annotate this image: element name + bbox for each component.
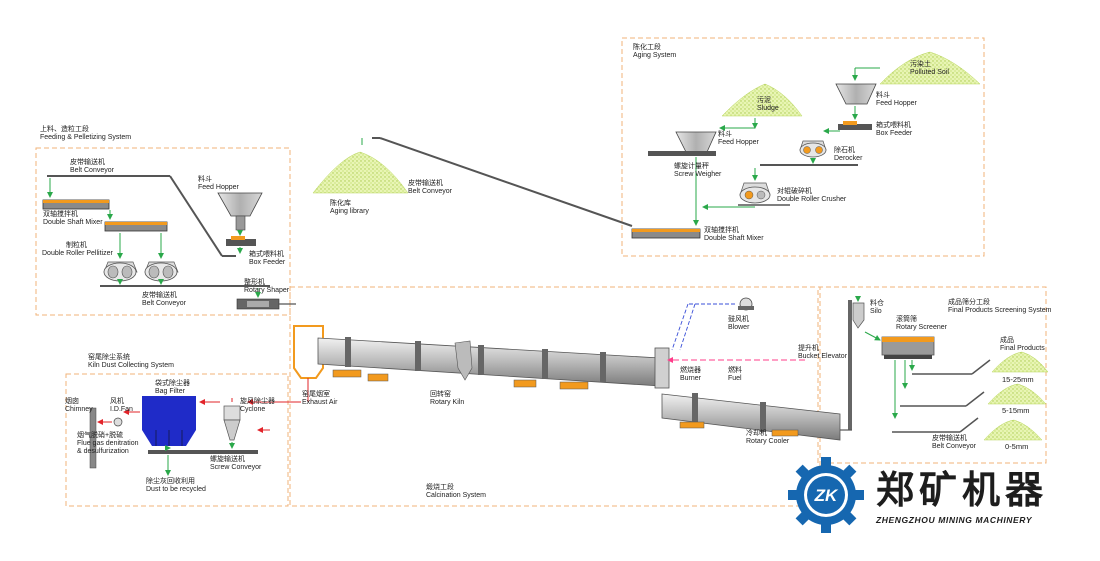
company-logo: ZK	[788, 457, 864, 533]
dust-section-title: 窑尾除尘系统 Kiln Dust Collecting System	[88, 354, 174, 369]
label-size-15-25: 15-25mm	[1002, 375, 1034, 384]
calcination-equipment	[279, 297, 852, 441]
feeding-section-box	[35, 147, 291, 316]
screening-equipment	[852, 296, 1049, 441]
label-size-0-5: 0-5mm	[1005, 442, 1029, 451]
dust-equipment	[89, 378, 309, 476]
logo-text: ZK	[814, 486, 839, 505]
aging-section-title: 陈化工段 Aging System	[633, 44, 677, 59]
aging-library-group	[312, 137, 633, 227]
label-size-5-15: 5-15mm	[1002, 406, 1030, 415]
aging-section-box	[621, 37, 985, 257]
feeding-section-title: 上料、造粒工段 Feeding & Pelletizing System	[40, 126, 132, 141]
dust-section-box	[65, 373, 289, 507]
brand-name-en: ZHENGZHOU MINING MACHINERY	[876, 515, 1033, 525]
feeding-equipment	[42, 175, 280, 310]
aging-equipment	[631, 51, 981, 239]
brand-name-cn: 郑矿机器	[876, 468, 1049, 512]
screening-section-box	[817, 286, 1047, 464]
calcination-section-title: 煅烧工段 Calcination System	[426, 484, 486, 499]
screening-section-title: 成品筛分工段 Final Products Screening System	[948, 299, 1052, 314]
